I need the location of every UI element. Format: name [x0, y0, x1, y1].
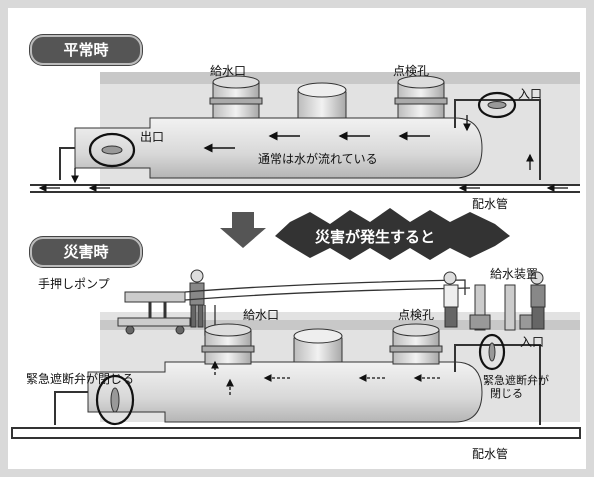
normal-flow-note: 通常は水が流れている — [258, 152, 378, 166]
normal-ground-surface — [100, 72, 580, 84]
hand-pump-label: 手押しポンプ — [38, 277, 110, 291]
disaster-exit-valve-closed — [110, 387, 120, 413]
disaster-mode-badge: 災害時 — [30, 237, 142, 267]
normal-main-pipe-label: 配水管 — [472, 197, 509, 211]
normal-inlet-port-label: 給水口 — [210, 64, 247, 78]
disaster-inlet-port-label: 給水口 — [243, 308, 280, 322]
right-valve-label-line2: 閉じる — [490, 387, 523, 400]
disaster-center-dome — [293, 328, 343, 363]
normal-tank — [74, 117, 483, 179]
disaster-inlet-port — [201, 323, 255, 365]
disaster-main-pipe-label: 配水管 — [472, 447, 509, 461]
normal-piping — [30, 99, 580, 193]
disaster-flow-arrows — [211, 360, 440, 395]
disaster-inspection-hole-label: 点検孔 — [398, 308, 435, 322]
disaster-exit-valve-circle — [95, 374, 135, 426]
right-valve-label-line1: 緊急遮断弁が — [483, 374, 549, 387]
disaster-ground-surface — [100, 320, 580, 330]
transition — [220, 208, 510, 260]
normal-mode-badge: 平常時 — [30, 35, 142, 65]
normal-inlet-valve — [487, 101, 507, 109]
normal-center-dome — [297, 82, 347, 119]
normal-pipe-arrows — [38, 115, 568, 192]
disaster-inlet-valve-circle — [478, 333, 506, 371]
disaster-piping — [11, 344, 581, 439]
down-arrow-icon — [220, 212, 266, 248]
water-supply-label: 給水装置 — [490, 267, 539, 281]
normal-inlet-port — [209, 75, 263, 119]
left-valve-label: 緊急遮断弁が閉じる — [26, 372, 135, 386]
normal-entrance-label: 入口 — [518, 87, 543, 101]
water-supply-device — [443, 271, 546, 331]
normal-inspection-hole-label: 点検孔 — [393, 64, 430, 78]
normal-exit-label: 出口 — [140, 130, 165, 144]
disaster-tank — [87, 361, 483, 423]
normal-inlet-valve-circle — [477, 91, 517, 119]
disaster-entrance-label: 入口 — [520, 335, 545, 349]
disaster-inlet-valve-closed — [488, 342, 496, 362]
disaster-inspection-hole — [389, 323, 443, 365]
hand-pump — [117, 291, 191, 335]
normal-section — [30, 72, 580, 193]
normal-flow-arrows — [203, 131, 430, 153]
event-burst — [275, 208, 510, 260]
disaster-section — [11, 269, 581, 439]
normal-exit-valve-circle — [88, 132, 136, 168]
event-banner-text: 災害が発生すると — [315, 228, 436, 246]
normal-exit-valve — [101, 145, 123, 155]
normal-inspection-hole — [394, 75, 448, 119]
